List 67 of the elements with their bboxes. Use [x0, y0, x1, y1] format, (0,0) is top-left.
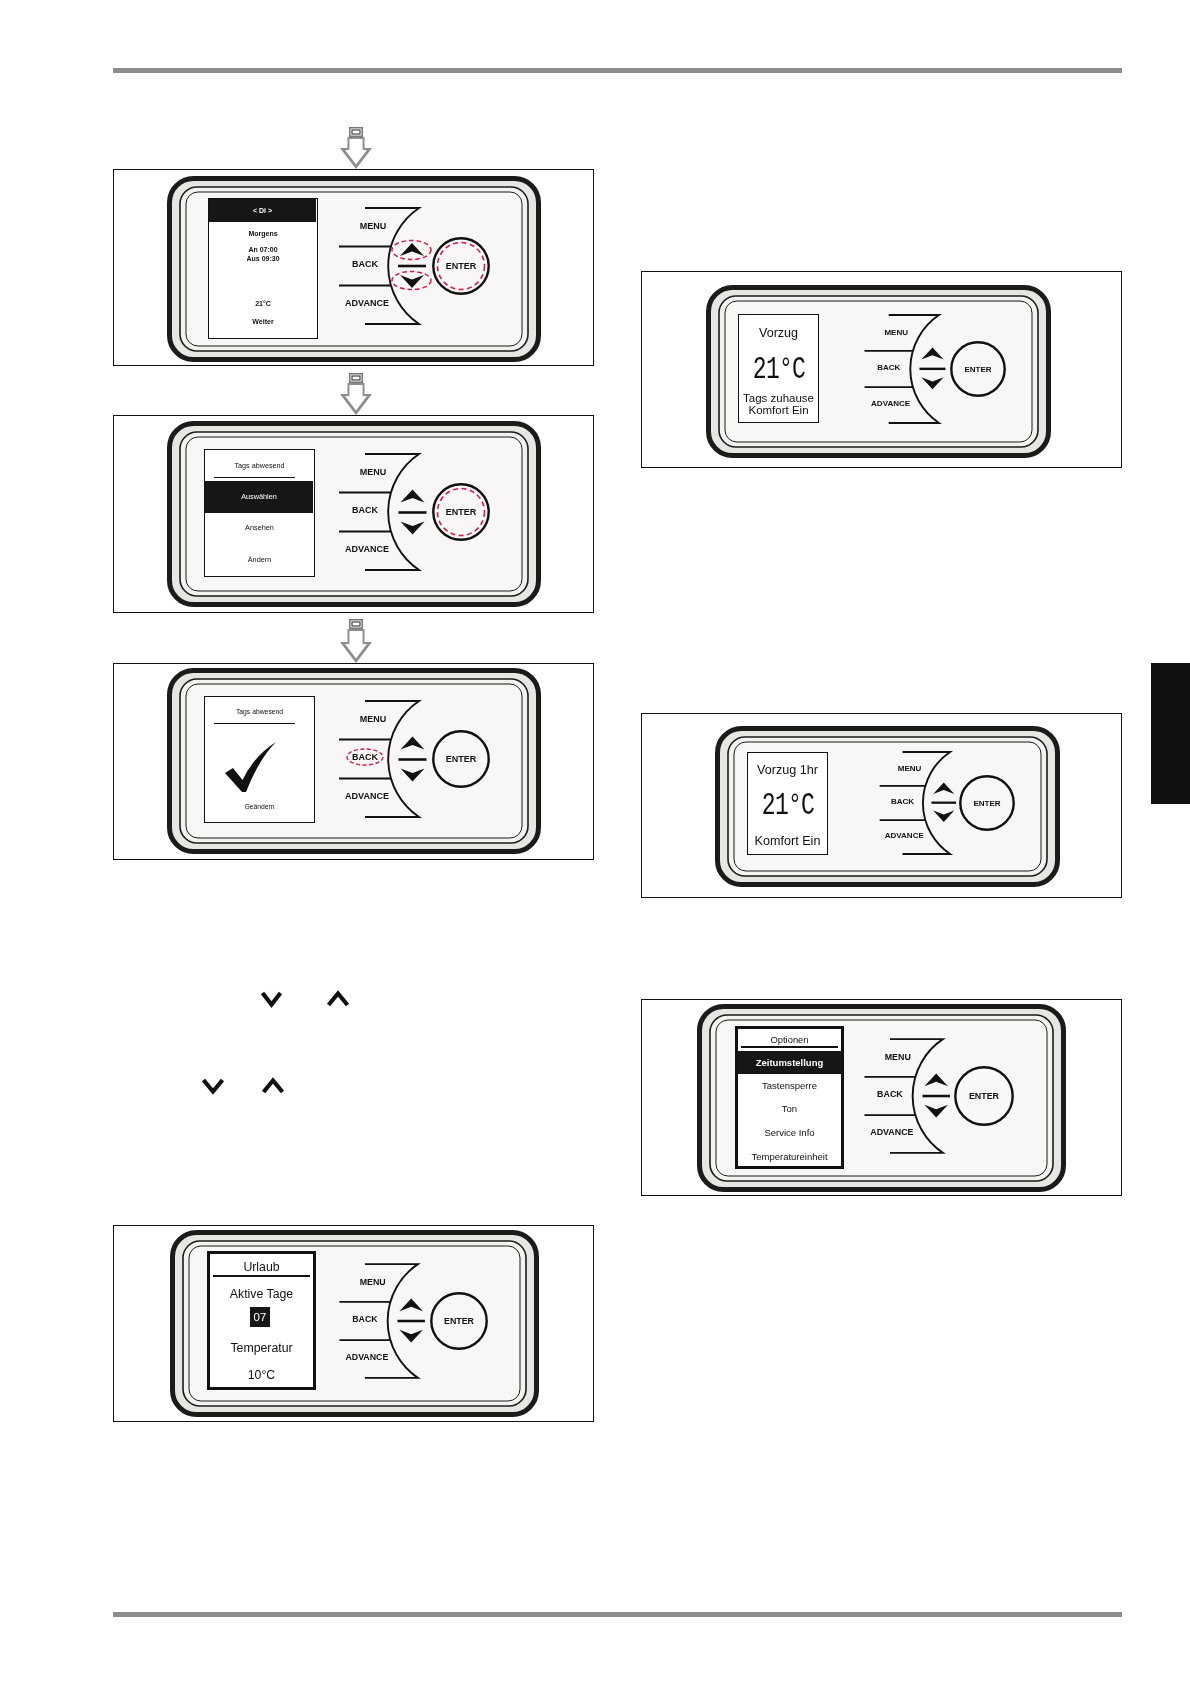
panel-frame — [113, 663, 594, 860]
key-label: ADVANCE — [871, 400, 911, 409]
key-label: BACK — [352, 1315, 378, 1325]
panel-frame — [113, 169, 594, 366]
screen-text: Ton — [781, 1104, 798, 1114]
screen-text: Temperatur — [230, 1341, 293, 1355]
panel-frame — [113, 1225, 594, 1422]
screen-text: Aktive Tage — [229, 1287, 294, 1301]
screen-text: 10°C — [247, 1368, 276, 1382]
key-label: ADVANCE — [345, 792, 389, 802]
side-tab — [1151, 663, 1190, 804]
key-label: MENU — [359, 715, 387, 725]
enter-key: ENTER — [430, 1292, 488, 1350]
enter-key: ENTER — [959, 775, 1015, 831]
screen-text: Temperatureinheit — [751, 1152, 828, 1162]
panel-frame — [641, 271, 1122, 468]
screen-text: Vorzug 1hr — [757, 764, 818, 778]
display-screen — [738, 314, 819, 423]
screen-text: Komfort Ein — [748, 404, 809, 417]
key-label: ADVANCE — [870, 1128, 914, 1138]
key-label: BACK — [877, 363, 901, 373]
key-label: MENU — [884, 328, 908, 337]
key-label: MENU — [897, 764, 922, 773]
key-label: MENU — [359, 222, 387, 232]
selected-value-field: 07 — [250, 1307, 270, 1327]
key-label: BACK — [352, 260, 378, 270]
enter-key: ENTER — [954, 1066, 1014, 1126]
display-screen — [747, 752, 828, 855]
key-label: ADVANCE — [345, 1353, 389, 1363]
button-icon — [349, 619, 363, 629]
key-label: BACK — [877, 1090, 903, 1100]
key-label: ADVANCE — [345, 299, 389, 309]
display-screen — [207, 1251, 316, 1390]
button-icon — [349, 127, 363, 137]
key-label: MENU — [884, 1053, 911, 1063]
screen-text: Komfort Ein — [754, 835, 821, 849]
key-label: ADVANCE — [884, 832, 924, 841]
hollow-arrow — [340, 383, 372, 415]
key-label: MENU — [359, 1278, 386, 1288]
screen-text: Tastensperre — [762, 1081, 817, 1091]
screen-text: Service Info — [764, 1128, 815, 1138]
panel-frame — [113, 415, 594, 613]
key-label: MENU — [359, 468, 387, 478]
panel-frame — [641, 999, 1122, 1196]
enter-key: ENTER — [432, 483, 490, 541]
key-label: ADVANCE — [345, 545, 389, 555]
temperature-reading: 21°C — [752, 353, 805, 386]
display-screen — [735, 1026, 844, 1169]
selection-bar: Zeitumstellung — [738, 1051, 841, 1074]
key-label: BACK — [890, 797, 915, 807]
display-screen — [204, 449, 315, 577]
temperature-reading: 21°C — [761, 789, 814, 822]
panel-frame — [641, 713, 1122, 898]
highlighted-key: BACK — [346, 748, 384, 766]
display-screen — [204, 696, 315, 823]
enter-key: ENTER — [432, 237, 490, 295]
enter-key: ENTER — [950, 341, 1006, 397]
enter-key: ENTER — [432, 730, 490, 788]
screen-title: Optionen — [770, 1035, 809, 1045]
key-label: BACK — [352, 506, 378, 516]
screen-title: Urlaub — [243, 1260, 280, 1274]
button-icon — [349, 373, 363, 383]
screen-text: Tags zuhause — [743, 391, 814, 404]
hollow-arrow — [340, 137, 372, 169]
screen-text: Vorzug — [759, 327, 798, 341]
hollow-arrow — [340, 629, 372, 663]
display-screen — [208, 198, 318, 339]
